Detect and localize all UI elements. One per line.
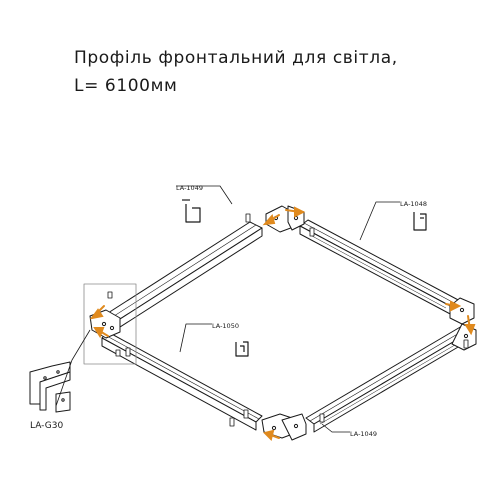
profile-section-icon-la1049: [182, 199, 201, 223]
label-la-g30: LA-G30: [30, 421, 63, 431]
beam-top-right: [299, 219, 463, 317]
assembly-arrows: [89, 206, 476, 441]
bracket-la-g30: [29, 361, 71, 413]
profile-section-icon-la1050: [235, 341, 249, 357]
beam-front-left: [101, 331, 263, 431]
label-la1050: LA-1050: [212, 322, 239, 330]
title-line-1: Профіль фронтальний для світла,: [74, 48, 398, 68]
label-la1048: LA-1048: [400, 200, 427, 208]
leader-lines: [55, 185, 400, 433]
detail-box: [83, 283, 137, 365]
profile-section-icon-la1048: [413, 212, 427, 231]
label-la1049-top: LA-1049: [176, 184, 203, 192]
title-line-2: L= 6100мм: [74, 76, 178, 96]
beam-front-right: [305, 325, 471, 433]
title-block: Профіль фронтальний для світла, L= 6100м…: [74, 44, 494, 100]
screw-group: [107, 213, 469, 427]
label-la1049-bottom: LA-1049: [350, 430, 377, 438]
